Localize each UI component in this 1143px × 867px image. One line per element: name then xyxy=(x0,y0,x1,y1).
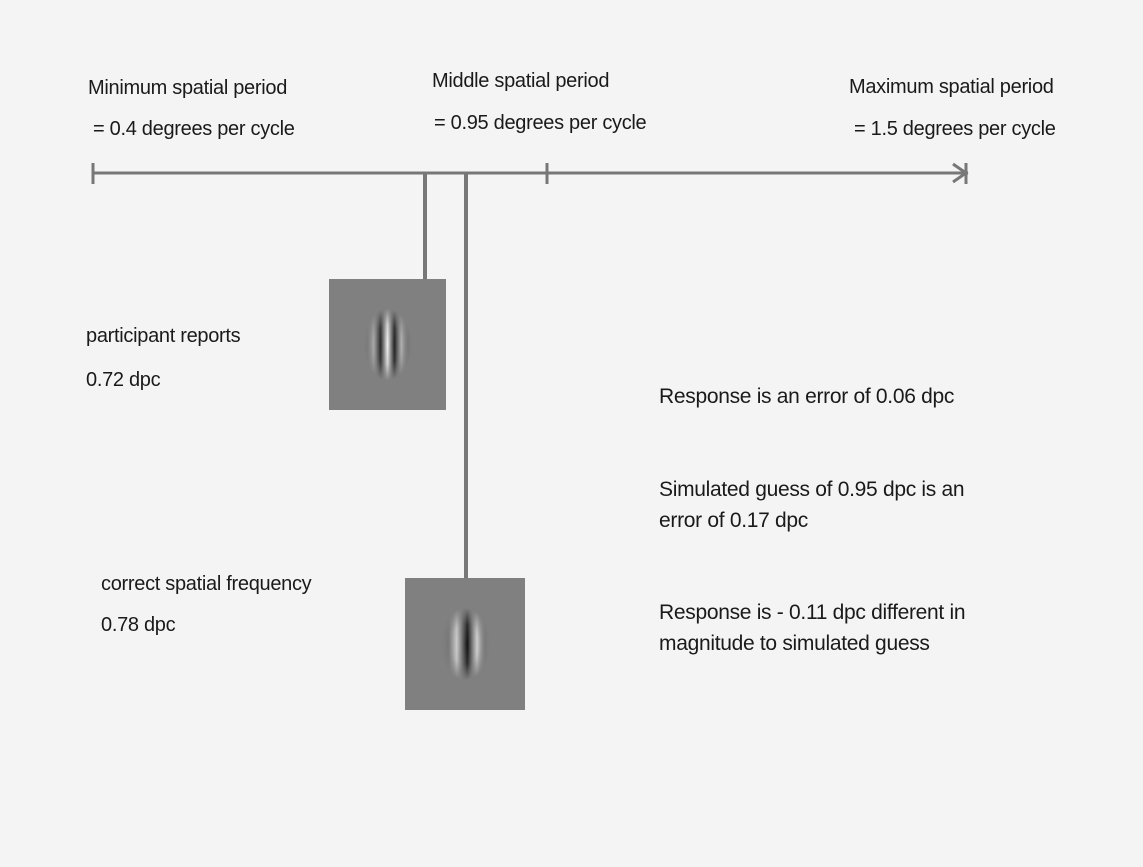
correct-grating-patch xyxy=(405,578,525,710)
guess-error-note-line1: Simulated guess of 0.95 dpc is an xyxy=(659,478,965,501)
scale-arrowhead xyxy=(952,162,969,184)
response-error-note: Response is an error of 0.06 dpc xyxy=(659,385,955,408)
min-period-value: = 0.4 degrees per cycle xyxy=(93,118,295,140)
difference-note-line2: magnitude to simulated guess xyxy=(659,632,930,655)
correct-value: 0.78 dpc xyxy=(101,614,176,636)
mid-period-value: = 0.95 degrees per cycle xyxy=(434,112,647,134)
max-period-label: Maximum spatial period xyxy=(849,76,1054,98)
reported-label: participant reports xyxy=(86,325,241,347)
reported-value: 0.72 dpc xyxy=(86,369,161,391)
reported-grating-patch xyxy=(329,279,446,410)
mid-period-label: Middle spatial period xyxy=(432,70,610,92)
correct-label: correct spatial frequency xyxy=(101,573,312,595)
min-period-label: Minimum spatial period xyxy=(88,77,288,99)
guess-error-note-line2: error of 0.17 dpc xyxy=(659,509,808,532)
difference-note-line1: Response is - 0.11 dpc different in xyxy=(659,601,966,624)
max-period-value: = 1.5 degrees per cycle xyxy=(854,118,1056,140)
